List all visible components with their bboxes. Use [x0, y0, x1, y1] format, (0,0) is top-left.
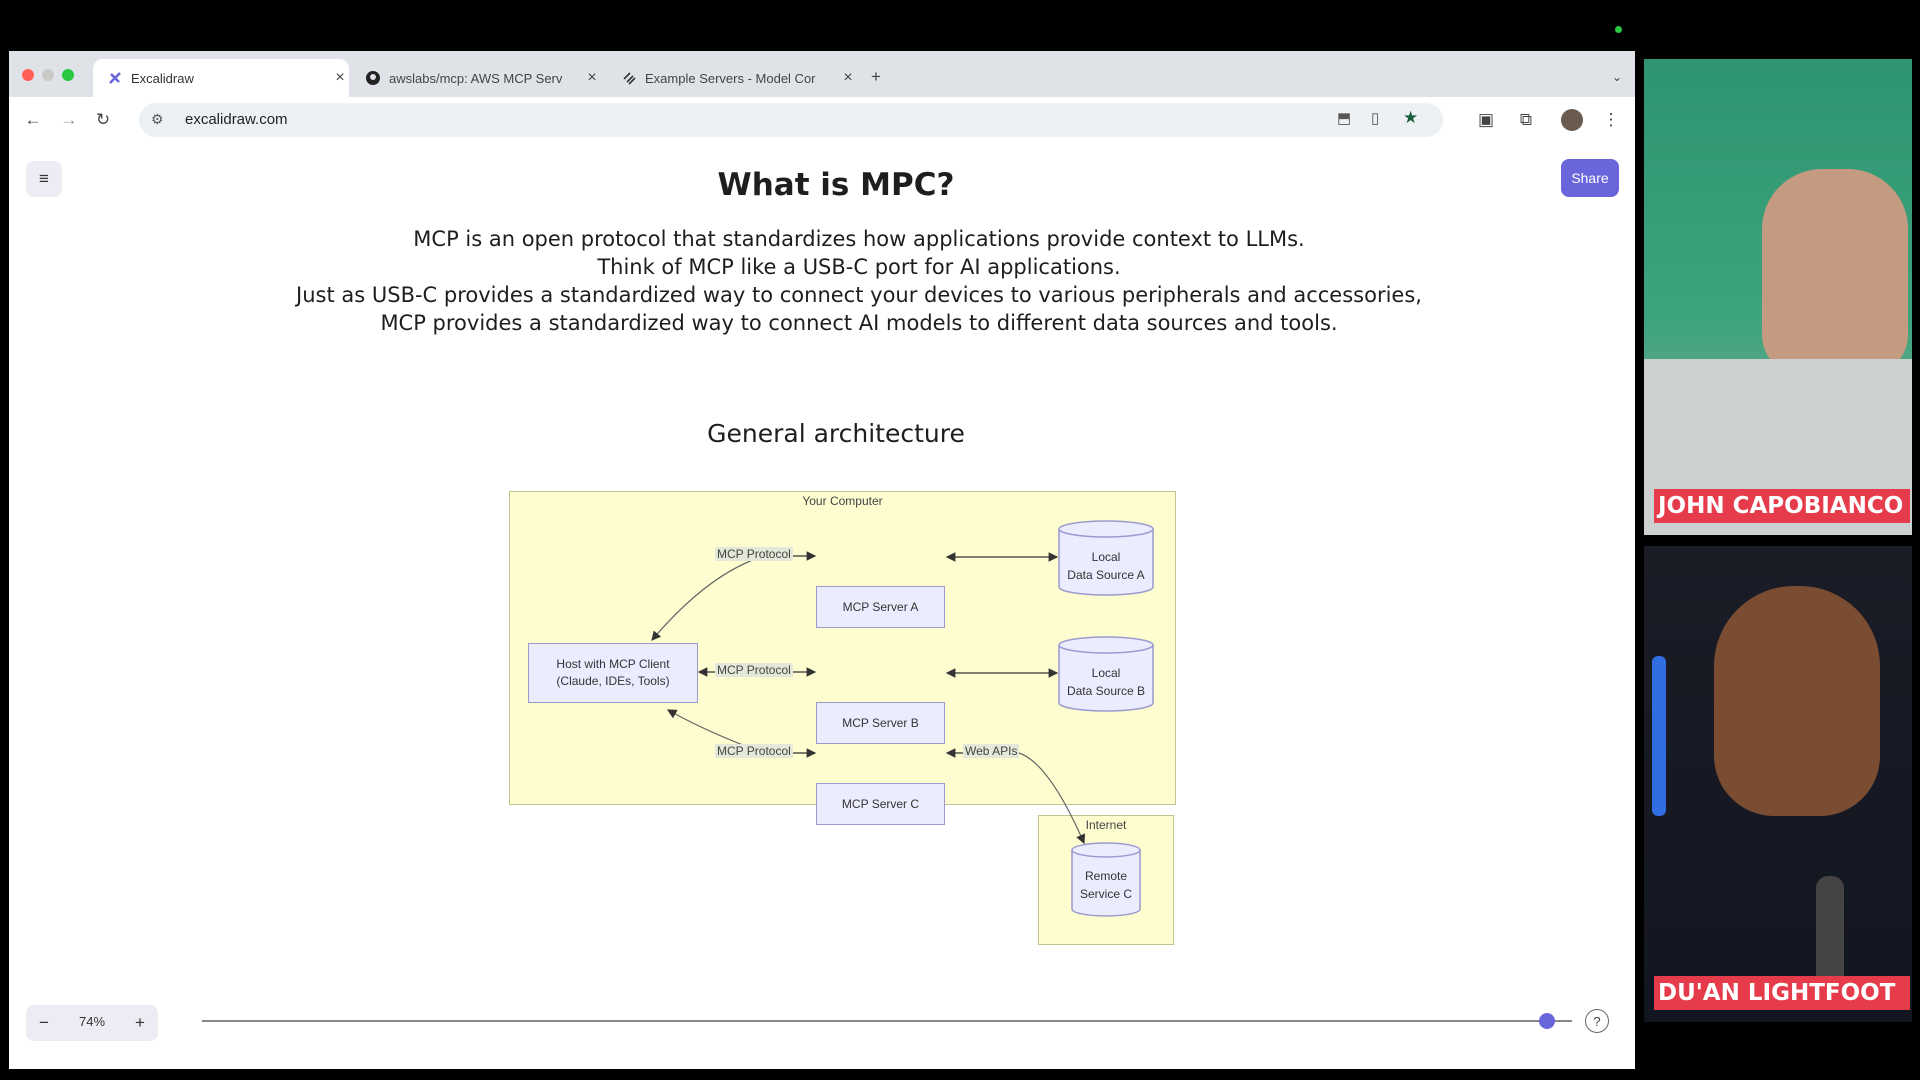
zoom-level[interactable]: 74%	[78, 1014, 106, 1029]
page-icon[interactable]: ▯	[1371, 110, 1380, 127]
help-button[interactable]: ?	[1585, 1009, 1609, 1033]
mcp-server-c-box: MCP Server C	[816, 783, 945, 825]
back-arrow-icon[interactable]: ←	[24, 110, 42, 129]
participant-name-2: DU'AN LIGHTFOOT	[1654, 976, 1910, 1010]
site-settings-icon[interactable]: ⚙	[151, 111, 164, 127]
more-menu-icon[interactable]: ⋮	[1602, 110, 1620, 129]
tab-search-chevron-icon[interactable]: ⌄	[1611, 70, 1623, 84]
extension-icon[interactable]: ▣	[1477, 110, 1495, 129]
zoom-controls: − 74% +	[26, 1005, 158, 1041]
share-button[interactable]: Share	[1561, 159, 1619, 197]
local-label: Local	[1091, 550, 1121, 564]
host-line-2: (Claude, IDEs, Tools)	[556, 674, 670, 688]
canvas-title: What is MPC?	[717, 167, 955, 203]
hamburger-menu-icon[interactable]: ≡	[26, 161, 62, 197]
data-source-b-label: Data Source B	[1066, 684, 1146, 698]
new-tab-button[interactable]: +	[871, 67, 881, 86]
address-bar[interactable]: ⚙ excalidraw.com ⬒ ▯ ★	[139, 103, 1443, 137]
browser-toolbar: ← → ↻ ⚙ excalidraw.com ⬒ ▯ ★ ▣ ⧉ ⋮	[9, 97, 1635, 144]
extensions-puzzle-icon[interactable]: ⧉	[1519, 110, 1533, 129]
service-c-label: Service C	[1079, 887, 1132, 901]
camera-indicator	[1615, 26, 1622, 33]
internet-label: Internet	[1085, 818, 1127, 832]
tab-close-icon[interactable]: ×	[335, 69, 345, 86]
tab-bar: Excalidraw × awslabs/mcp: AWS MCP Serv ×…	[9, 51, 1635, 97]
background-light	[1652, 656, 1666, 816]
scroll-track[interactable]	[202, 1020, 1572, 1022]
local-data-source-a-cylinder	[1058, 520, 1154, 596]
minimize-window-button[interactable]	[42, 69, 54, 81]
host-line-1: Host with MCP Client	[556, 657, 670, 671]
tab-example-servers[interactable]: Example Servers - Model Cor ×	[607, 59, 857, 97]
profile-avatar[interactable]	[1561, 109, 1583, 131]
intro-line-4: MCP provides a standardized way to conne…	[380, 311, 1338, 335]
your-computer-label: Your Computer	[802, 494, 883, 508]
tab-title: Excalidraw	[131, 70, 194, 86]
local-data-source-b-label: Local Data Source B	[1059, 664, 1153, 700]
intro-line-1: MCP is an open protocol that standardize…	[413, 227, 1305, 251]
local-data-source-a-label: Local Data Source A	[1059, 548, 1153, 584]
mcp-protocol-label-b: MCP Protocol	[715, 663, 793, 677]
remote-service-c-label: Remote Service C	[1072, 867, 1140, 903]
install-app-icon[interactable]: ⬒	[1337, 110, 1352, 127]
browser-window: Excalidraw × awslabs/mcp: AWS MCP Serv ×…	[9, 51, 1635, 1069]
scroll-handle-icon[interactable]	[1539, 1013, 1555, 1029]
tab-awslabs-mcp[interactable]: awslabs/mcp: AWS MCP Serv ×	[351, 59, 601, 97]
url-text[interactable]: excalidraw.com	[185, 111, 288, 128]
web-apis-label: Web APIs	[963, 744, 1020, 758]
participant-tile-2: DU'AN LIGHTFOOT	[1644, 546, 1912, 1022]
mcp-icon	[621, 70, 637, 86]
diagram-arrows	[651, 520, 1154, 917]
excalidraw-canvas[interactable]: ≡ Share What is MPC? MCP is an open prot…	[9, 143, 1635, 1069]
mcp-server-a-box: MCP Server A	[816, 586, 945, 628]
zoom-in-button[interactable]: +	[135, 1013, 145, 1032]
mcp-server-b-box: MCP Server B	[816, 702, 945, 744]
mcp-protocol-label-a: MCP Protocol	[715, 547, 793, 561]
bookmark-star-icon[interactable]: ★	[1403, 108, 1419, 127]
tab-title: Example Servers - Model Cor	[645, 70, 816, 86]
forward-arrow-icon[interactable]: →	[60, 110, 78, 129]
mcp-protocol-label-c: MCP Protocol	[715, 744, 793, 758]
tab-close-icon[interactable]: ×	[843, 69, 853, 86]
github-icon	[365, 70, 381, 86]
participant-video-1	[1762, 169, 1908, 375]
tab-close-icon[interactable]: ×	[587, 69, 597, 86]
remote-service-c-cylinder	[1071, 842, 1141, 917]
excalidraw-icon	[107, 70, 123, 86]
maximize-window-button[interactable]	[62, 69, 74, 81]
tab-title: awslabs/mcp: AWS MCP Serv	[389, 70, 563, 86]
data-source-a-label: Data Source A	[1067, 568, 1145, 582]
host-mcp-client-box: Host with MCP Client (Claude, IDEs, Tool…	[528, 643, 698, 703]
intro-line-3: Just as USB-C provides a standardized wa…	[296, 283, 1422, 307]
section-heading: General architecture	[707, 419, 965, 448]
intro-line-2: Think of MCP like a USB-C port for AI ap…	[597, 255, 1121, 279]
participant-video-2	[1714, 586, 1880, 816]
local-label: Local	[1091, 666, 1121, 680]
remote-label: Remote	[1084, 869, 1128, 883]
tab-excalidraw[interactable]: Excalidraw ×	[93, 59, 349, 97]
participant-tile-1: JOHN CAPOBIANCO	[1644, 59, 1912, 535]
local-data-source-b-cylinder	[1058, 636, 1154, 712]
participant-name-1: JOHN CAPOBIANCO	[1654, 489, 1910, 523]
close-window-button[interactable]	[22, 69, 34, 81]
zoom-out-button[interactable]: −	[39, 1013, 49, 1032]
reload-icon[interactable]: ↻	[95, 110, 111, 129]
